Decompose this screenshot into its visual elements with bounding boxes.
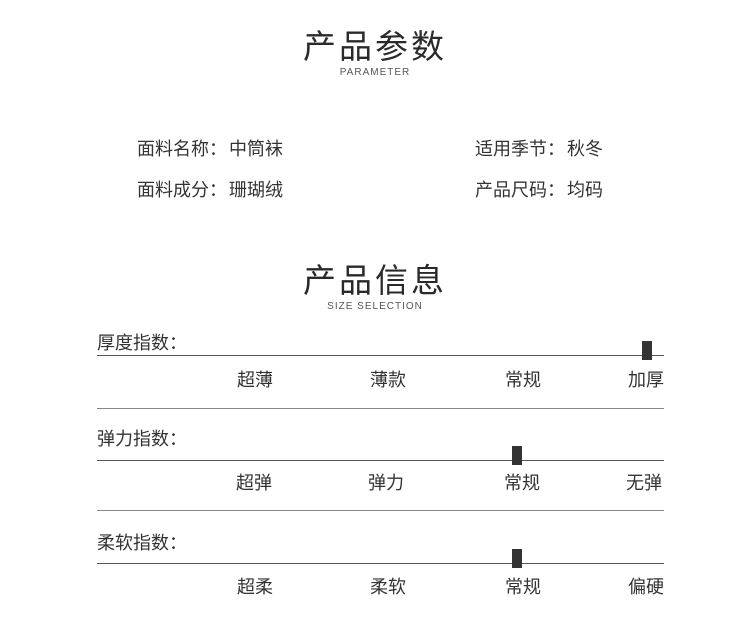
thickness-index-track — [97, 355, 664, 356]
softness-index-label: 柔软指数： — [97, 533, 187, 554]
info-title: 产品信息 — [303, 261, 447, 300]
thickness-option: 超薄 — [237, 370, 273, 391]
elasticity-option: 超弹 — [236, 473, 272, 494]
elasticity-option: 弹力 — [368, 473, 404, 494]
parameters-title: 产品参数 — [303, 27, 447, 66]
param-label: 面料成分 — [137, 180, 209, 201]
param-label: 面料名称 — [137, 139, 209, 160]
softness-option: 偏硬 — [628, 577, 664, 598]
softness-option: 常规 — [505, 577, 541, 598]
elasticity-index-label: 弹力指数： — [97, 429, 187, 450]
param-value: 秋冬 — [567, 139, 603, 160]
param-fabric-name: 面料名称：中筒袜 — [137, 135, 283, 161]
elasticity-option: 常规 — [504, 473, 540, 494]
thickness-option: 加厚 — [628, 370, 664, 391]
thickness-divider — [97, 408, 664, 409]
param-label: 产品尺码 — [475, 180, 547, 201]
param-separator: ： — [547, 139, 565, 160]
param-value: 珊瑚绒 — [229, 180, 283, 201]
elasticity-index-track — [97, 460, 664, 461]
param-season: 适用季节：秋冬 — [475, 135, 603, 161]
elasticity-index-marker — [511, 446, 522, 465]
info-subtitle: SIZE SELECTION — [327, 301, 423, 312]
param-separator: ： — [209, 180, 227, 201]
param-fabric-composition: 面料成分：珊瑚绒 — [137, 176, 283, 202]
param-separator: ： — [547, 180, 565, 201]
thickness-index-label: 厚度指数： — [97, 333, 187, 354]
param-label: 适用季节 — [475, 139, 547, 160]
softness-option: 柔软 — [370, 577, 406, 598]
param-value: 均码 — [567, 180, 603, 201]
parameters-subtitle: PARAMETER — [339, 67, 411, 78]
softness-option: 超柔 — [237, 577, 273, 598]
thickness-option: 常规 — [505, 370, 541, 391]
param-value: 中筒袜 — [229, 139, 283, 160]
thickness-option: 薄款 — [370, 370, 406, 391]
param-size: 产品尺码：均码 — [475, 176, 603, 202]
softness-index-marker — [511, 549, 522, 568]
elasticity-divider — [97, 510, 664, 511]
thickness-index-marker — [642, 341, 652, 360]
elasticity-option: 无弹 — [626, 473, 662, 494]
softness-index-track — [97, 563, 664, 564]
param-separator: ： — [209, 139, 227, 160]
